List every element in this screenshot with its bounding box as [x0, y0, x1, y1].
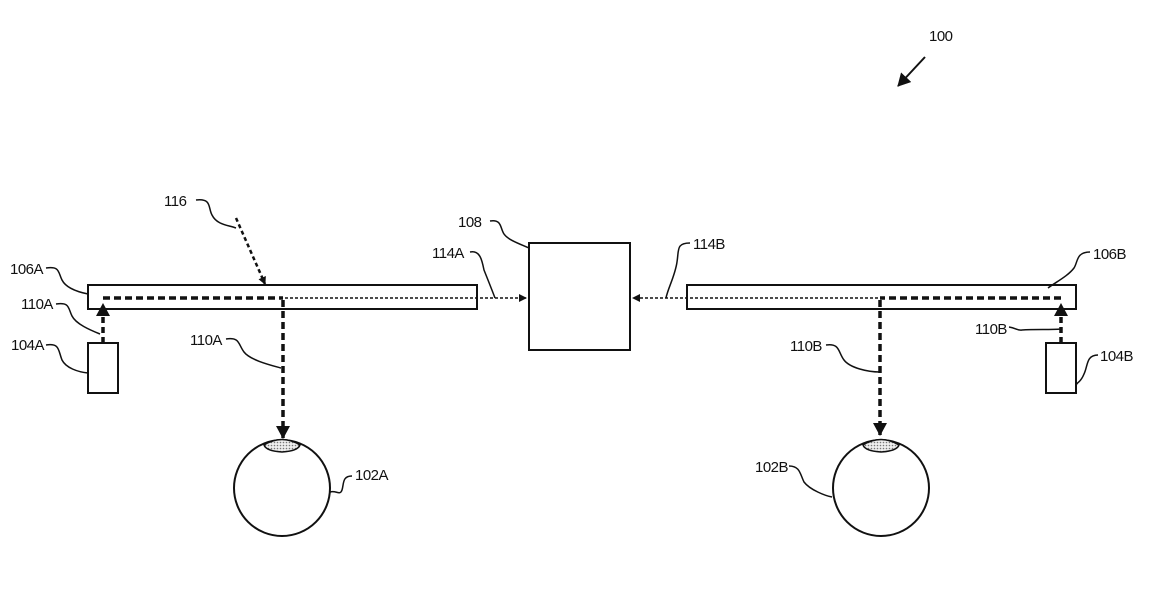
label-waveguide-a: 106A — [10, 261, 44, 278]
pupil-b — [862, 438, 900, 453]
label-signal-a: 114A — [432, 245, 464, 262]
label-controller: 108 — [458, 214, 482, 231]
label-waveguide-b: 106B — [1093, 246, 1127, 263]
leader-lines — [45, 199, 1099, 498]
figure-label: 100 — [929, 28, 953, 45]
eye-a — [233, 438, 331, 537]
label-signal-b: 114B — [693, 236, 725, 253]
label-projector-b: 104B — [1100, 348, 1134, 365]
light-path-b — [632, 294, 1068, 436]
label-eye-b: 102B — [755, 459, 789, 476]
projector-b — [1045, 342, 1077, 394]
figure-arrow — [897, 56, 926, 87]
controller-box — [528, 242, 631, 351]
eye-b — [832, 438, 930, 537]
label-light-b-out: 110B — [790, 338, 822, 355]
label-eye-a: 102A — [355, 467, 389, 484]
ambient-light-arrow — [234, 217, 267, 285]
label-light-b-in: 110B — [975, 321, 1007, 338]
label-light-a-out: 110A — [190, 332, 222, 349]
label-projector-a: 104A — [11, 337, 45, 354]
projector-a — [87, 342, 119, 394]
pupil-a — [263, 438, 301, 453]
label-ambient-light: 116 — [164, 193, 187, 210]
label-light-a-in: 110A — [21, 296, 53, 313]
light-path-a — [96, 217, 527, 439]
